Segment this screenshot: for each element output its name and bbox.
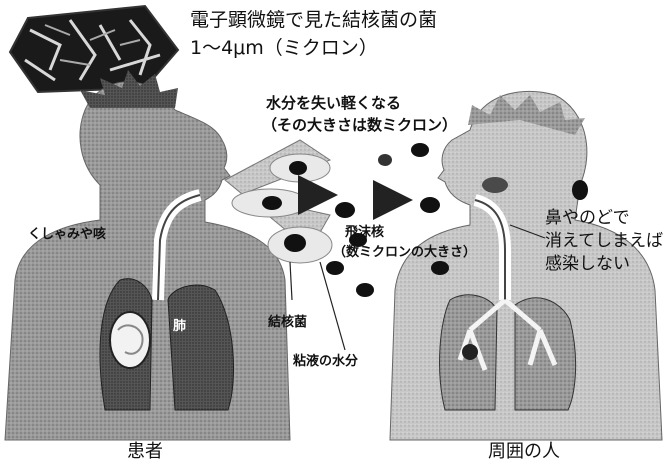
- droplet-nucleus-size-label: （数ミクロンの大きさ）: [333, 246, 476, 261]
- droplet-particle: [572, 180, 588, 200]
- airborne-line-2: （その大きさは数ミクロン）: [262, 117, 457, 134]
- droplet-particle: [284, 234, 306, 252]
- patient-figure: [5, 70, 290, 440]
- header-size: 1〜4μm（ミクロン）: [190, 38, 378, 60]
- droplet-nucleus-label: 飛沫核: [345, 226, 384, 241]
- patient-caption: 患者: [127, 442, 163, 463]
- droplet-particle: [378, 154, 392, 166]
- droplet-particle: [289, 161, 307, 175]
- droplet-particle: [326, 261, 344, 275]
- droplet-particle: [411, 143, 429, 157]
- transmission-arrows: [305, 195, 405, 200]
- droplet-particle: [431, 261, 449, 275]
- nose-throat-line-2: 消えてしまえば: [545, 232, 663, 252]
- bacteria-label: 結核菌: [268, 316, 307, 331]
- bystander-caption: 周囲の人: [488, 442, 560, 463]
- droplet-particle: [262, 196, 282, 210]
- header-title: 電子顕微鏡で見た結核菌の菌: [190, 10, 437, 32]
- nose-throat-line-3: 感染しない: [545, 255, 630, 275]
- droplet-particle: [356, 283, 374, 297]
- droplet-particle: [420, 197, 440, 213]
- droplet-particle: [335, 202, 355, 218]
- lung-label: 肺: [173, 320, 186, 335]
- nose-throat-line-1: 鼻やのどで: [545, 209, 630, 229]
- mucus-label: 粘液の水分: [293, 355, 358, 370]
- airborne-line-1: 水分を失い軽くなる: [266, 95, 401, 112]
- sneeze-label: くしゃみや咳: [28, 228, 106, 243]
